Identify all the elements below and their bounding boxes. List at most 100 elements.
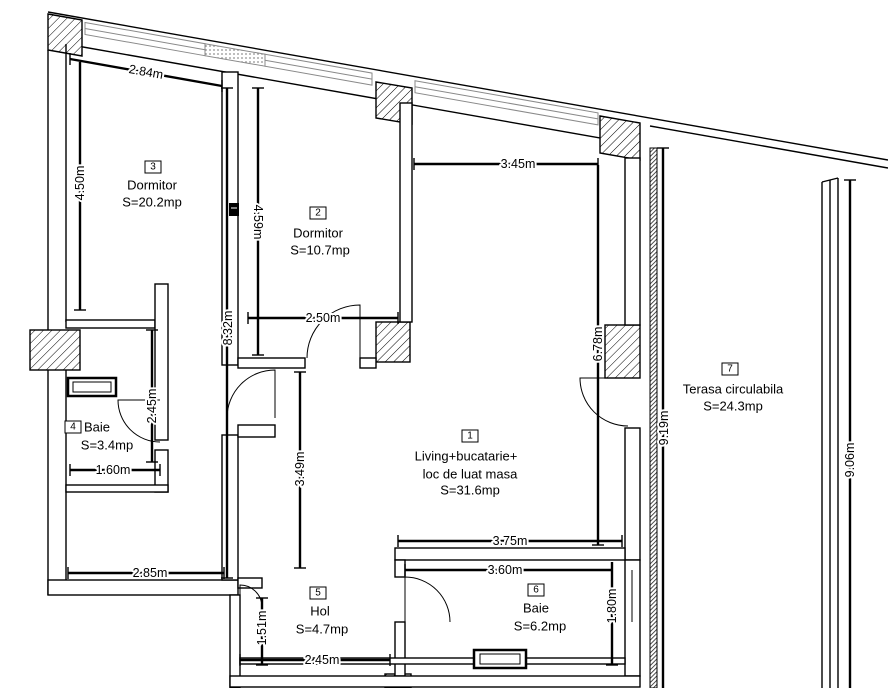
facade-outer-line — [47, 11, 888, 161]
room-label-3: 3 Dormitor S=20.2mp — [122, 160, 182, 210]
dimension-text: 3.75m — [493, 534, 528, 548]
bath4-right-wall — [154, 283, 169, 441]
room-label-1: 1 Living+bucatarie+ loc de luat masa S=3… — [415, 429, 518, 498]
column-left — [29, 329, 81, 371]
facade-inner-line — [65, 43, 641, 146]
room-number-box — [527, 583, 545, 597]
partition-bedroom3-hall — [221, 434, 239, 581]
hol-top-stub — [237, 577, 263, 589]
dimension-left-block-height: 8.32m — [219, 87, 237, 579]
bedroom2-bottom-wall-right — [359, 357, 377, 369]
dimension-text: 8.32m — [221, 311, 235, 346]
dimension-bath4-height: 2.45m — [143, 329, 161, 463]
window-mullion — [414, 86, 599, 120]
door-swing-terrace — [579, 377, 629, 427]
sink-inner — [479, 653, 521, 665]
room-number: 6 — [533, 585, 539, 596]
dimension-text: 9.19m — [657, 411, 671, 446]
room-label-4: 4 Baie S=3.4mp — [64, 420, 133, 453]
dimension-hall-height: 3.49m — [291, 371, 309, 569]
room-number-box — [309, 586, 327, 600]
room-name: Terasa circulabila — [683, 382, 784, 397]
bath6-left-wall — [394, 559, 406, 578]
room-number: 3 — [150, 162, 156, 173]
dimension-terrace-inner-height: 9.19m — [655, 147, 673, 688]
room-number: 4 — [70, 422, 76, 433]
room-label-2: 2 Dormitor S=10.7mp — [290, 206, 350, 258]
room-name: Dormitor — [127, 178, 178, 193]
bathtub-inner — [72, 381, 112, 393]
lower-left-bottom-wall — [47, 579, 239, 596]
dimension-line — [69, 57, 223, 88]
dimension-text: 3.49m — [293, 452, 307, 487]
room-name-line2: loc de luat masa — [423, 467, 518, 482]
hol-left-wall — [229, 594, 241, 688]
room-area: S=3.4mp — [81, 438, 133, 453]
room-label-6: 6 Baie S=6.2mp — [514, 583, 566, 634]
bath6-left-wall-lower — [394, 621, 406, 677]
top-facade-wall — [47, 11, 888, 169]
dimension-bedroom3-top: 2.84m — [69, 53, 223, 92]
bath4-bottom-wall — [65, 484, 169, 493]
room-name-line1: Living+bucatarie+ — [415, 449, 518, 464]
bedroom2-bottom-wall — [237, 357, 306, 369]
bedroom2-right-wall — [399, 102, 413, 323]
room-number-box — [64, 420, 82, 434]
room-number-box — [144, 160, 162, 174]
room-area: S=6.2mp — [514, 619, 566, 634]
column-top-left — [47, 13, 83, 57]
room-name: Hol — [310, 604, 330, 619]
terrace-structure — [649, 147, 839, 688]
dimension-text: 6.78m — [591, 327, 605, 362]
dimension-text: 1.80m — [605, 589, 619, 624]
dimension-text: 3.45m — [501, 157, 536, 171]
room-area: S=20.2mp — [122, 195, 182, 210]
window-mullion — [264, 59, 373, 80]
dimension-living-height: 6.78m — [589, 165, 607, 546]
dimension-text: 4.59m — [251, 205, 265, 240]
dimension-text: 1.51m — [255, 611, 269, 646]
dimension-bath6-height: 1.80m — [603, 562, 621, 666]
dimension-bedroom2-width: 2.50m — [247, 309, 399, 327]
column-bedroom2 — [375, 321, 411, 363]
dimension-bath4-width: 1.60m — [69, 461, 161, 479]
dimension-hol-height: 1.51m — [253, 597, 271, 666]
dimension-bedroom2-height: 4.59m — [249, 87, 267, 356]
fixtures — [66, 203, 528, 670]
room-label-7: 7 Terasa circulabila S=24.3mp — [683, 362, 784, 414]
bath6-top-wall — [394, 547, 626, 561]
terrace-rail-cap — [821, 177, 839, 183]
room-label-5: 5 Hol S=4.7mp — [296, 586, 348, 637]
room-number: 2 — [315, 208, 321, 219]
bedroom3-bottom-wall — [65, 319, 156, 329]
terrace-facade-strip — [649, 147, 658, 688]
dimension-bedroom3-height: 4.50m — [71, 62, 89, 311]
room-area: S=31.6mp — [440, 483, 500, 498]
room-number: 1 — [467, 431, 473, 442]
room-name: Dormitor — [293, 226, 344, 241]
bottom-outer-wall — [229, 675, 641, 688]
hall-stub-wall — [237, 424, 276, 438]
dimension-text: 4.50m — [73, 166, 87, 201]
room-number-box — [721, 362, 739, 376]
room-area: S=10.7mp — [290, 243, 350, 258]
walls — [47, 44, 641, 688]
terrace-top-line — [649, 125, 888, 169]
door-swing-bath6 — [404, 576, 451, 623]
column-living-right — [604, 324, 641, 379]
living-right-wall — [624, 157, 641, 326]
room-number-box — [461, 429, 479, 443]
room-name: Baie — [84, 420, 110, 435]
dimension-living-bottom: 3.75m — [397, 532, 623, 550]
room-number-box — [309, 206, 327, 220]
room-number: 7 — [727, 364, 733, 375]
room-area: S=24.3mp — [703, 399, 763, 414]
dimension-text: 2.45m — [145, 389, 159, 424]
dimension-text: 2.45m — [305, 653, 340, 667]
dimension-text: 2.85m — [133, 566, 168, 580]
dimension-text: 3.60m — [488, 563, 523, 577]
dimension-text: 9.06m — [843, 443, 857, 478]
utility-box-icon — [229, 203, 239, 216]
dimension-text: 1.60m — [96, 463, 131, 477]
